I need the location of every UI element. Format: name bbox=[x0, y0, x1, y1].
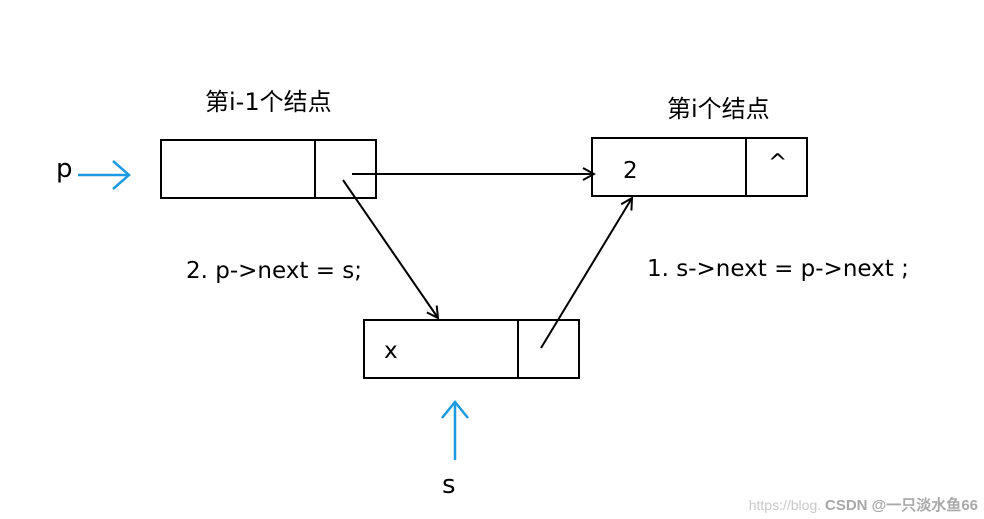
node-new-next-cell bbox=[517, 319, 580, 379]
step-1-text: 1. s->next = p->next ; bbox=[647, 256, 909, 282]
node-target-null-marker: ^ bbox=[768, 150, 788, 176]
node-target bbox=[591, 137, 808, 197]
pointer-p-label: p bbox=[56, 154, 73, 184]
watermark: https://blog. CSDN @一只淡水鱼66 bbox=[749, 494, 978, 515]
node-prev-data-cell bbox=[160, 139, 316, 199]
node-prev-next-cell bbox=[314, 139, 377, 199]
node-new-value: x bbox=[384, 338, 398, 364]
node-new bbox=[363, 319, 580, 379]
step-2-text: 2. p->next = s; bbox=[186, 258, 363, 284]
arrow-new-to-target bbox=[540, 198, 632, 349]
node-target-data-cell bbox=[591, 137, 747, 197]
node-target-value: 2 bbox=[623, 158, 638, 184]
pointer-s-arrow bbox=[441, 400, 469, 460]
watermark-brand: CSDN @一只淡水鱼66 bbox=[825, 497, 978, 514]
arrow-prev-to-new bbox=[342, 179, 438, 318]
pointer-s-label: s bbox=[442, 470, 456, 500]
node-prev bbox=[160, 139, 377, 199]
node-target-title: 第i个结点 bbox=[667, 95, 770, 123]
node-target-next-cell bbox=[745, 137, 808, 197]
pointer-p-arrow bbox=[78, 160, 131, 190]
watermark-url: https://blog. bbox=[748, 497, 822, 513]
node-prev-title: 第i-1个结点 bbox=[205, 88, 332, 116]
